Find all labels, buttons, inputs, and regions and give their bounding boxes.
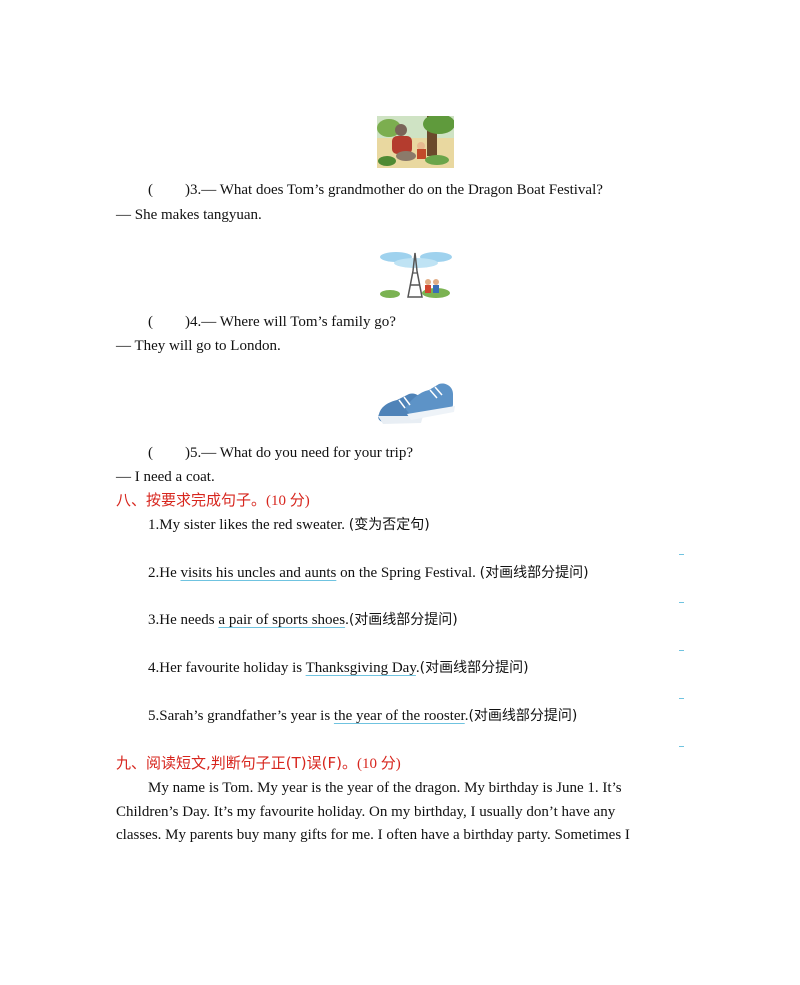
answer-paren-close: ) [185,445,190,461]
question-text: 5.— What do you need for your trip? [190,445,414,461]
underlined-phrase: visits his uncles and aunts [180,565,337,581]
answer-3: — She makes tangyuan. [116,207,262,223]
passage-line-2: Children’s Day. It’s my favourite holida… [116,804,616,820]
section-8-item-3: 3.He needs a pair of sports shoes.(对画线部分… [148,612,458,628]
answer-line-mark [679,698,684,699]
underlined-phrase: the year of the rooster [333,708,465,724]
section-8-item-5: 5.Sarah’s grandfather’s year is the year… [148,708,578,724]
question-3: ()3.— What does Tom’s grandmother do on … [148,180,603,200]
answer-paren-open: ( [148,445,153,461]
question-5: ()5.— What do you need for your trip? [148,443,413,463]
answer-line-mark [679,602,684,603]
eiffel-tower-illustration [380,252,452,298]
question-4: ()4.— Where will Tom’s family go? [148,312,396,332]
underlined-phrase: a pair of sports shoes [218,612,346,628]
underlined-phrase: Thanksgiving Day [305,660,416,676]
section-8-item-4: 4.Her favourite holiday is Thanksgiving … [148,660,529,676]
answer-line-mark [679,746,684,747]
section-8-heading: 八、按要求完成句子。(10 分) [116,491,310,509]
section-9-heading: 九、阅读短文,判断句子正(T)误(F)。(10 分) [116,754,401,772]
question-text: 4.— Where will Tom’s family go? [190,314,396,330]
passage-line-3: classes. My parents buy many gifts for m… [116,827,630,843]
answer-paren-open: ( [148,182,153,198]
answer-paren-close: ) [185,182,190,198]
answer-5: — I need a coat. [116,469,215,485]
question-text: 3.— What does Tom’s grandmother do on th… [190,182,603,198]
section-8-item-1: 1.My sister likes the red sweater. (变为否定… [148,517,430,533]
instruction-note: (对画线部分提问) [479,565,589,581]
sports-shoes-illustration [378,383,455,424]
instruction-note: (变为否定句) [348,517,430,533]
answer-paren-open: ( [148,314,153,330]
instruction-note: (对画线部分提问) [348,612,458,628]
answer-line-mark [679,650,684,651]
instruction-note: (对画线部分提问) [468,708,578,724]
section-8-item-2: 2.He visits his uncles and aunts on the … [148,565,589,581]
answer-paren-close: ) [185,314,190,330]
grandmother-cooking-illustration [377,116,454,168]
answer-4: — They will go to London. [116,338,281,354]
answer-line-mark [679,554,684,555]
instruction-note: (对画线部分提问) [419,660,529,676]
passage-line-1: My name is Tom. My year is the year of t… [148,780,622,796]
